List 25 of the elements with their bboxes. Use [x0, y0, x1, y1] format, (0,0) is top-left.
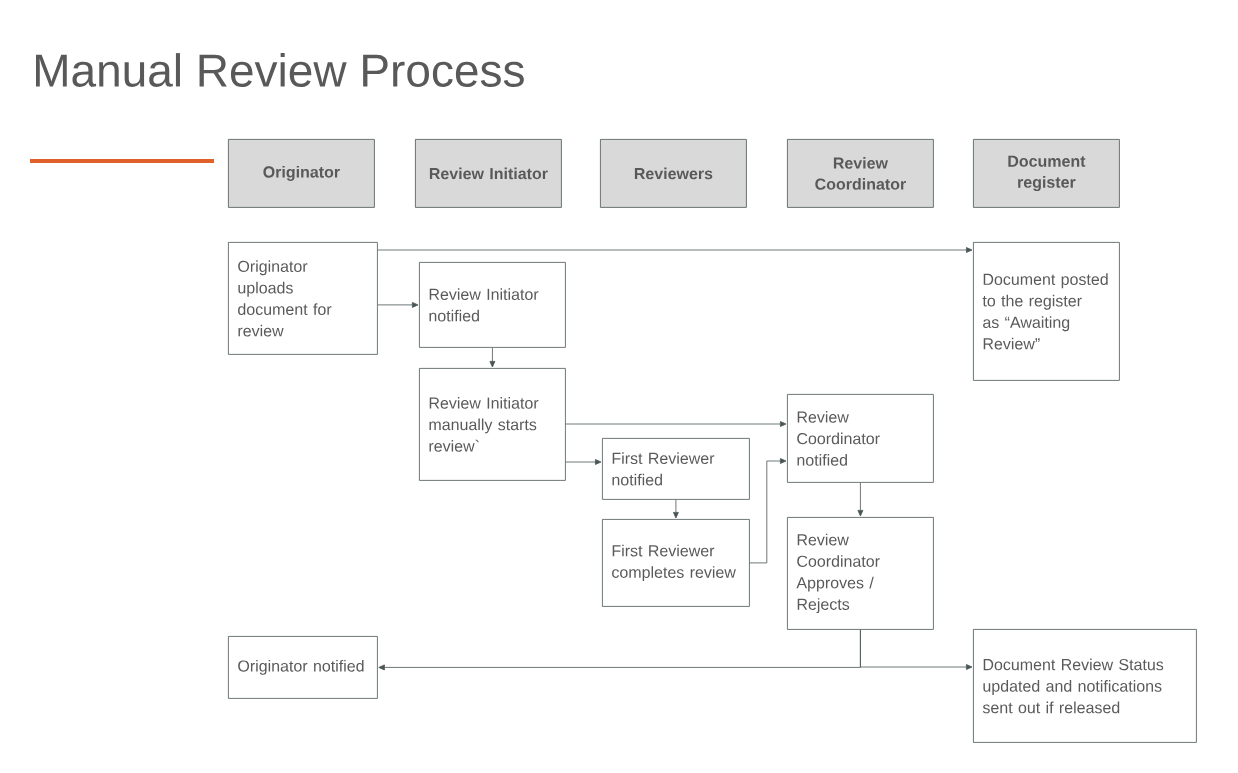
arrow: [860, 629, 973, 670]
arrow: [673, 499, 679, 519]
process-box: First Reviewer notified: [602, 438, 750, 500]
arrow: [749, 458, 787, 564]
title: Manual Review Process: [36, 53, 524, 87]
process-box: First Reviewer completes review: [602, 519, 750, 607]
process-box: Originator uploads document for review: [228, 242, 378, 355]
arrow: [857, 482, 864, 517]
lane-header: Reviewers: [600, 139, 747, 208]
process-box: Review Coordinator notified: [787, 394, 934, 483]
arrow: [377, 302, 419, 308]
process-box: Document Review Status updated and notifications sent out if released: [973, 629, 1197, 743]
process-box: Review Initiator manually starts review`: [419, 368, 566, 481]
process-box: Review Initiator notified: [419, 262, 566, 348]
lane-header: Document register: [973, 139, 1120, 208]
process-box: Originator notified: [228, 636, 378, 699]
process-box: Review Coordinator Approves / Rejects: [787, 517, 934, 630]
lane-header: Review Initiator: [415, 139, 562, 208]
process-box: Document posted to the register as “Awaiting Review”: [973, 242, 1120, 381]
arrow: [377, 247, 973, 253]
lane-header: Originator: [228, 139, 375, 208]
arrow: [565, 459, 602, 465]
lane-header: Review Coordinator: [787, 139, 934, 208]
arrow: [489, 347, 496, 368]
arrow: [565, 421, 787, 427]
